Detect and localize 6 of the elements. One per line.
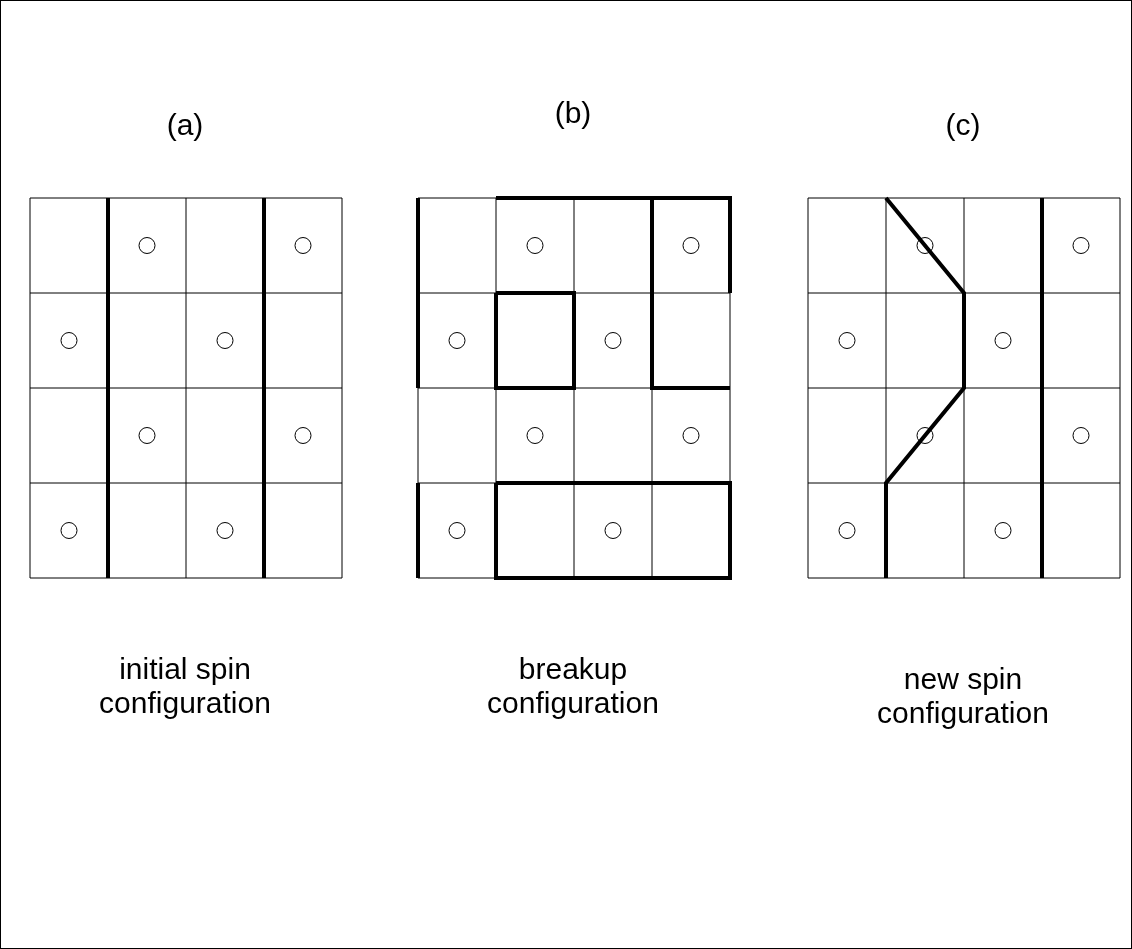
panel-caption: new spin configuration [876, 662, 1050, 730]
panel-caption: breakup configuration [486, 652, 660, 720]
panel-label: (b) [553, 96, 593, 130]
panel-label: (a) [165, 108, 205, 142]
panel-caption: initial spin configuration [98, 652, 272, 720]
panel-label: (c) [944, 108, 982, 142]
